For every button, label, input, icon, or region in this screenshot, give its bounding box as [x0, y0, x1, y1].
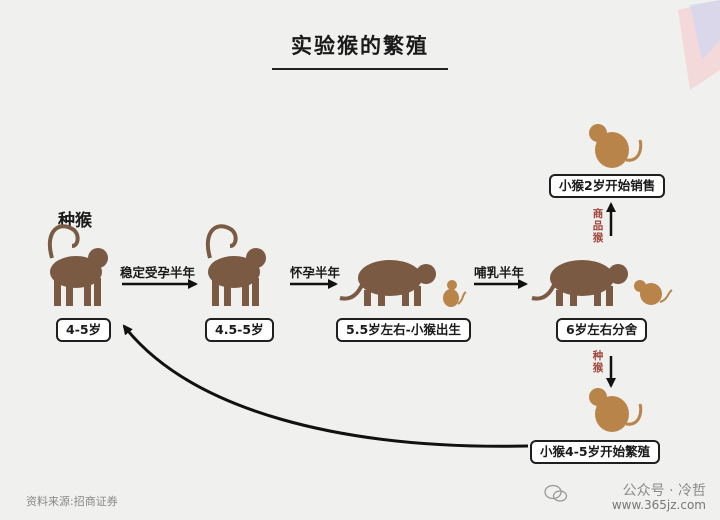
- sale-box: 小猴2岁开始销售: [549, 174, 666, 198]
- adult-monkey-1: [47, 224, 108, 306]
- sitting-monkey-sale: [589, 124, 643, 168]
- diagram-title: 实验猴的繁殖: [291, 34, 429, 58]
- arrow-label-2: 怀孕半年: [290, 265, 341, 280]
- adult-monkey-2: [205, 224, 266, 306]
- sitting-monkey-breeding: [589, 388, 643, 432]
- commodity-monkey-label: 商 品 猴: [592, 208, 604, 244]
- breeder-monkey-label: 种 猴: [592, 350, 604, 374]
- baby-monkey-4: [634, 280, 673, 305]
- adult-monkey-4: [531, 260, 628, 306]
- title-underline: [272, 68, 448, 70]
- return-arrow-curve: [122, 324, 529, 448]
- stage-box-2: 4.5-5岁: [205, 318, 274, 342]
- stage-box-4: 6岁左右分舍: [556, 318, 648, 342]
- stage-box-3: 5.5岁左右-小猴出生: [336, 318, 471, 342]
- arrow-label-1: 稳定受孕半年: [120, 265, 196, 280]
- arrow-label-3: 哺乳半年: [474, 265, 525, 280]
- source-note: 资料来源:招商证券: [26, 495, 118, 508]
- breeding-box: 小猴4-5岁开始繁殖: [530, 440, 661, 464]
- adult-monkey-3: [339, 260, 436, 306]
- baby-monkey-3: [443, 280, 467, 307]
- stage-box-1: 4-5岁: [56, 318, 112, 342]
- watermark-account: 公众号 · 冷哲: [622, 483, 706, 499]
- watermark-url: www.365jz.com: [611, 498, 706, 512]
- wechat-icon: [544, 484, 568, 502]
- watermark: 公众号 · 冷哲: [623, 480, 706, 500]
- corner-decoration: [678, 0, 720, 90]
